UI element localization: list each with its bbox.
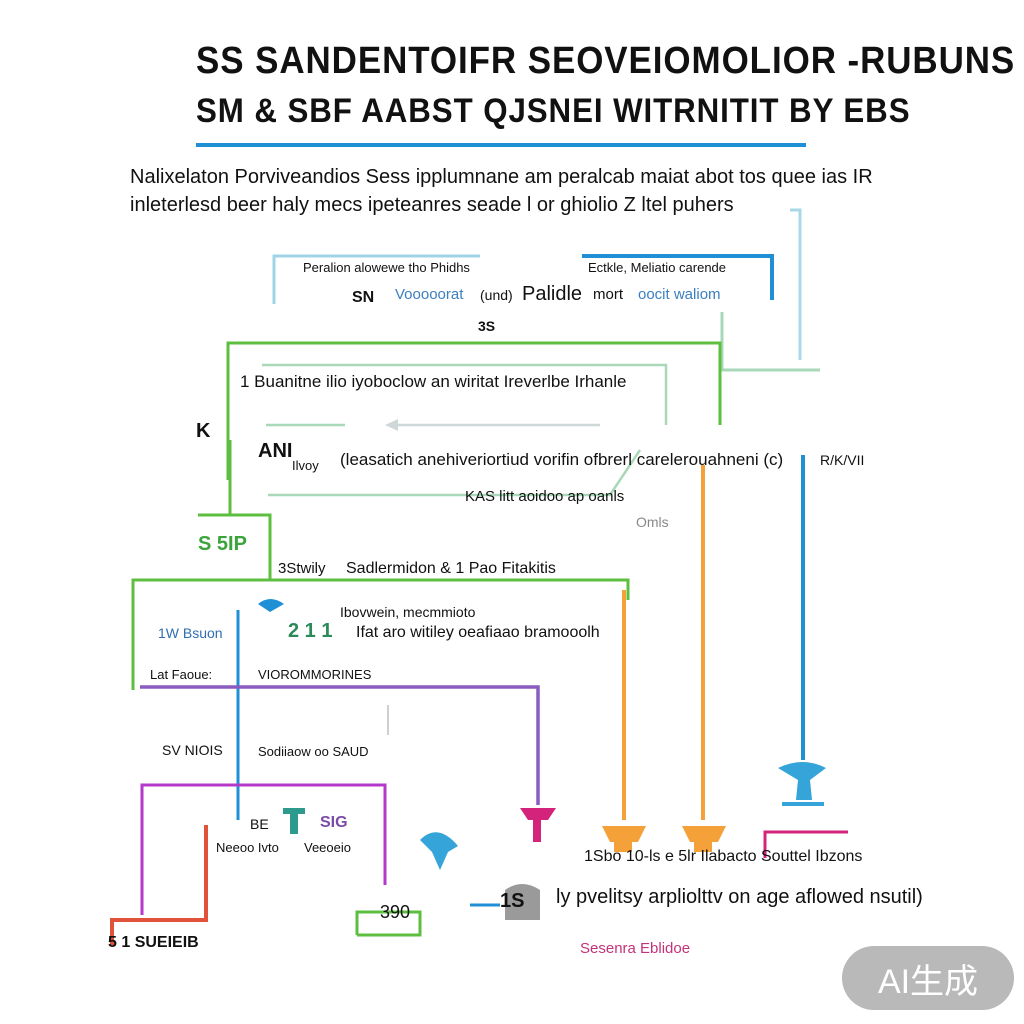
top-left-label: Peralion alowewe tho Phidhs xyxy=(303,260,470,275)
row6-a: Lat Faoue: xyxy=(150,667,213,682)
mid-row-b: Vooooorat xyxy=(395,286,464,303)
row5-b: 1W Bsuon xyxy=(158,625,223,641)
row5-a: Ibovwein, mecmmioto xyxy=(340,604,476,620)
top-right-box-outline xyxy=(582,254,774,300)
cyan-marker-right xyxy=(778,762,826,806)
green-tag: S 5IP xyxy=(198,533,247,555)
top-right-label: Ectkle, Meliatio carende xyxy=(588,260,727,275)
bottom-left-label: 5 1 SUEIEIB xyxy=(108,934,199,951)
left-marker: K xyxy=(196,420,211,442)
mid-row-a: SN xyxy=(352,289,375,306)
diagram-title-line-1: SS SANDENTOIFR SEOVEIOMOLIOR -RUBUNS xyxy=(196,40,1016,82)
row8-c: Neeoo Ivto xyxy=(216,840,279,855)
intro-line-1: Nalixelaton Porviveandios Sess ipplumnan… xyxy=(130,166,873,188)
mid-row-c: (und) xyxy=(480,287,513,303)
orange-marker-1 xyxy=(602,826,646,852)
left-number: ANI xyxy=(258,440,293,462)
row5-d: Ifat aro witiley oeafiaao bramooolh xyxy=(356,624,600,641)
diagram-title-line-2: SM & SBF AABST QJSNEI WITRNITIT BY EBS xyxy=(196,92,911,130)
mid-note-sub: Omls xyxy=(636,514,669,530)
row8-d: Veeoeio xyxy=(304,840,351,855)
row4-a: 3Stwily xyxy=(278,560,326,577)
main-box-outline xyxy=(226,341,722,480)
top-left-box-outline xyxy=(272,254,480,304)
bottom-pink-label: Sesenra Eblidoe xyxy=(580,940,691,957)
title-underline xyxy=(196,143,806,147)
purple-connector xyxy=(140,685,540,805)
orange-marker-2 xyxy=(682,826,726,852)
row7-b: Sodiiaow oo SAUD xyxy=(258,744,369,759)
intro-line-2: inleterlesd beer haly mecs ipeteanres se… xyxy=(130,194,734,216)
main-box-inner-outline xyxy=(262,363,668,425)
magenta-bracket xyxy=(763,830,848,858)
gray-marker xyxy=(505,884,540,920)
red-box-outline xyxy=(110,825,208,945)
right-row-label: 1Sbo 10-ls e 5lr Ilabacto Souttel Ibzons xyxy=(584,848,863,865)
row5-c: 2 1 1 xyxy=(288,620,333,642)
bottom-number: 390 xyxy=(380,902,411,922)
blue-marker-left xyxy=(258,599,284,612)
row7-a: SV NIOIS xyxy=(162,742,223,758)
bottom-mid-label: 1S xyxy=(500,890,525,912)
main-box-title: 1 Buanitne ilio iyoboclow an wiritat Ire… xyxy=(240,372,627,391)
mid-note: KAS litt aoidoo ap oanls xyxy=(465,488,625,505)
magenta-marker xyxy=(520,808,556,842)
row8-a: BE xyxy=(250,816,269,832)
right-link-connector xyxy=(720,312,820,372)
bottom-main-text: ly pvelitsy arpliolttv on age aflowed ns… xyxy=(556,886,923,908)
right-bracket-connector xyxy=(790,208,802,360)
row8-b: SIG xyxy=(320,814,348,831)
mid-row-d: Palidle xyxy=(522,283,583,305)
row6-b: VIOROMMORINES xyxy=(258,667,372,682)
mid-row-f: oocit waliom xyxy=(638,286,721,303)
green-tag-box-outline xyxy=(198,513,272,580)
teal-figure-marker xyxy=(283,808,305,834)
parenthetical-line: (leasatich anehiveriortiud vorifin ofbre… xyxy=(340,450,784,469)
ai-generated-badge: AI生成 xyxy=(842,946,1014,1010)
gray-arrow-head xyxy=(385,419,398,431)
magenta-connector xyxy=(140,783,387,915)
green-wide-frame xyxy=(131,578,630,690)
small-number: 3S xyxy=(478,318,496,334)
left-number-sub: Ilvoy xyxy=(292,458,319,473)
lower-inner-connector xyxy=(268,449,642,497)
right-small-label: R/K/VII xyxy=(820,452,865,468)
mid-row-e: mort xyxy=(593,286,623,303)
bottom-green-box-outline xyxy=(355,910,422,937)
row4-b: Sadlermidon & 1 Pao Fitakitis xyxy=(346,560,556,577)
cyan-bird-marker xyxy=(420,832,458,870)
